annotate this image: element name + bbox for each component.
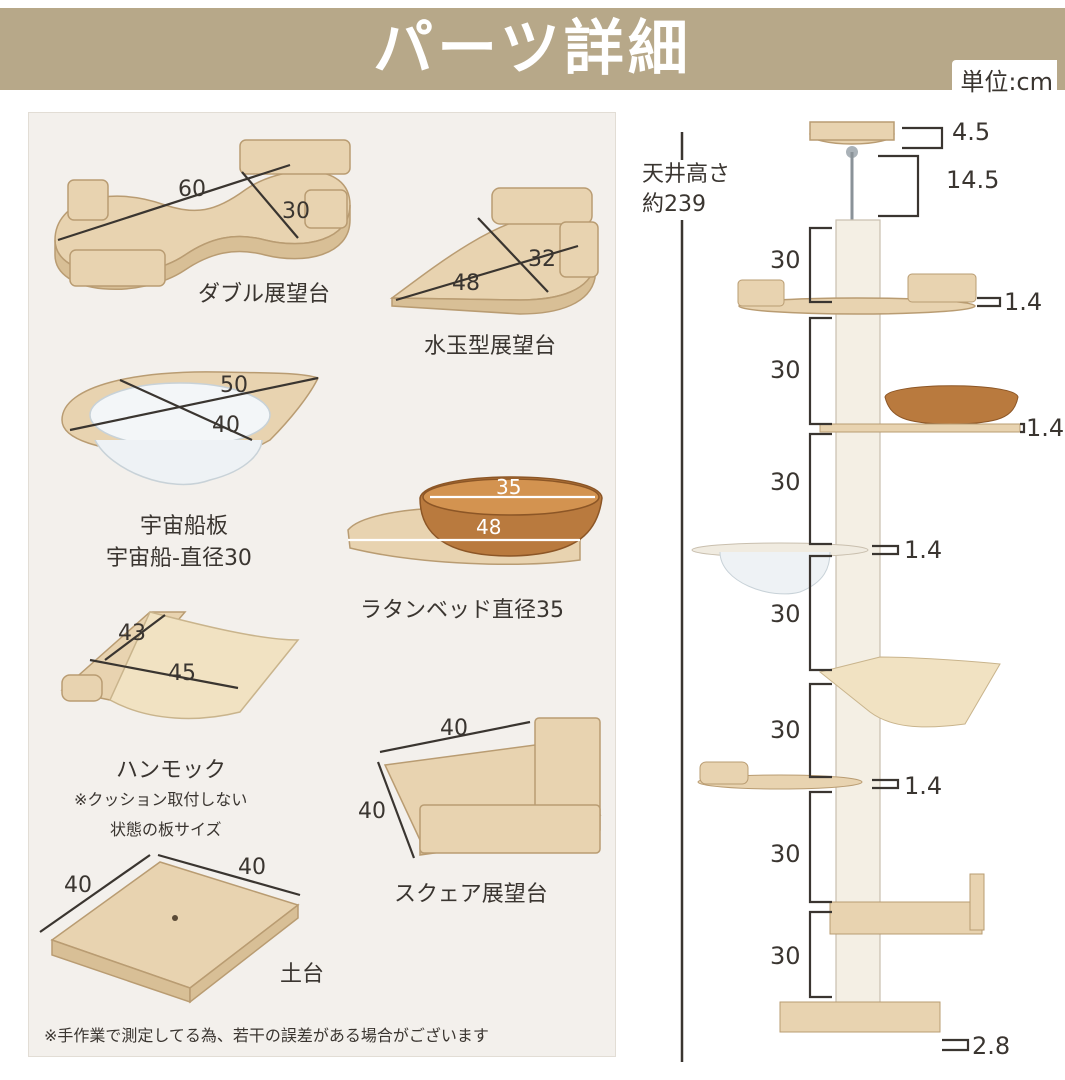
ceiling-height-title: 天井高さ bbox=[642, 162, 731, 187]
hammock-image bbox=[60, 611, 300, 720]
measurement-note: ※手作業で測定してる為、若干の誤差がある場合がございます bbox=[44, 1026, 489, 1045]
rattan-bed-caption: ラタンベッド直径35 bbox=[360, 598, 564, 623]
drop-platform-caption: 水玉型展望台 bbox=[424, 334, 557, 359]
rattan-depth-label: 48 bbox=[476, 515, 501, 539]
gap-label-1: 30 bbox=[770, 246, 801, 274]
drop-width-label: 48 bbox=[452, 271, 480, 296]
hammock-note-1: ※クッション取付しない bbox=[74, 790, 248, 809]
square-platform-caption: スクェア展望台 bbox=[394, 882, 548, 907]
ufo-board-caption: 宇宙船板 bbox=[140, 514, 229, 539]
gap-label-6: 30 bbox=[770, 840, 801, 868]
ufo-depth-label: 40 bbox=[212, 413, 240, 438]
hammock-depth-label: 45 bbox=[168, 661, 196, 686]
rattan-bed-image bbox=[347, 476, 603, 565]
shelf-thickness-3: 1.4 bbox=[904, 536, 943, 564]
shelf-thickness-4: 1.4 bbox=[904, 772, 943, 800]
hammock-caption: ハンモック bbox=[116, 758, 227, 783]
square-width-label: 40 bbox=[440, 716, 468, 741]
ufo-caption-sub: 宇宙船-直径30 bbox=[106, 546, 252, 571]
double-depth-label: 30 bbox=[282, 199, 310, 224]
drop-platform-image bbox=[389, 187, 599, 315]
base-depth-label: 40 bbox=[64, 873, 92, 898]
ufo-width-label: 50 bbox=[220, 373, 248, 398]
header: パーツ詳細 単位:cm bbox=[0, 0, 1065, 100]
base-width-label: 40 bbox=[238, 855, 266, 880]
shelf-thickness-2: 1.4 bbox=[1026, 414, 1065, 442]
spring-height-label: 14.5 bbox=[946, 166, 1000, 194]
gap-label-3: 30 bbox=[770, 468, 801, 496]
ceiling-height-value: 約239 bbox=[642, 192, 706, 217]
rattan-width-label: 35 bbox=[496, 475, 521, 499]
base-caption: 土台 bbox=[280, 962, 325, 987]
unit-label: 単位:cm bbox=[952, 60, 1057, 99]
gap-label-2: 30 bbox=[770, 356, 801, 384]
gap-label-4: 30 bbox=[770, 600, 801, 628]
double-width-label: 60 bbox=[178, 177, 206, 202]
hammock-note-2: 状態の板サイズ bbox=[110, 820, 222, 839]
shelf-thickness-1: 1.4 bbox=[1004, 288, 1043, 316]
base-thickness-label: 2.8 bbox=[972, 1032, 1011, 1060]
hammock-width-label: 43 bbox=[118, 621, 146, 646]
cap-height-label: 4.5 bbox=[952, 118, 991, 146]
gap-label-7: 30 bbox=[770, 942, 801, 970]
square-platform-image bbox=[376, 717, 602, 859]
square-depth-label: 40 bbox=[358, 799, 386, 824]
drop-depth-label: 32 bbox=[528, 247, 556, 272]
cat-tower-diagram bbox=[680, 121, 1026, 1062]
base-image bbox=[39, 853, 301, 1004]
title-bar bbox=[0, 8, 1065, 90]
double-platform-image bbox=[54, 139, 351, 291]
ufo-board-image bbox=[61, 371, 320, 486]
ceiling-height-label: 天井高さ 約239 bbox=[642, 160, 731, 220]
gap-label-5: 30 bbox=[770, 716, 801, 744]
double-platform-caption: ダブル展望台 bbox=[198, 282, 331, 307]
page-title: パーツ詳細 bbox=[373, 14, 692, 84]
